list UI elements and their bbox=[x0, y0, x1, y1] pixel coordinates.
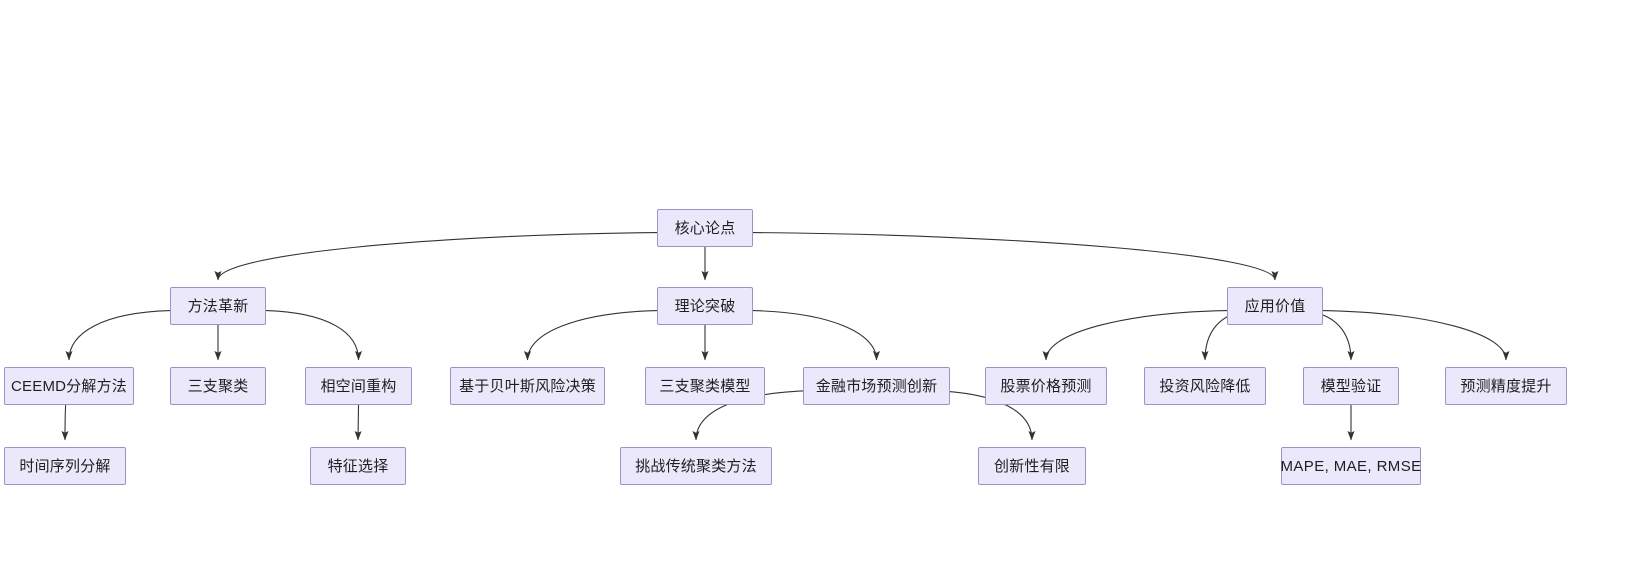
node-label: 相空间重构 bbox=[320, 377, 397, 395]
node-root[interactable]: 核心论点 bbox=[657, 209, 753, 247]
node-l2j[interactable]: 预测精度提升 bbox=[1445, 367, 1567, 405]
node-l1b[interactable]: 理论突破 bbox=[657, 287, 753, 325]
node-label: 模型验证 bbox=[1320, 377, 1382, 395]
node-label: 三支聚类模型 bbox=[659, 377, 751, 395]
node-label: 三支聚类 bbox=[187, 377, 249, 395]
node-l1a[interactable]: 方法革新 bbox=[170, 287, 266, 325]
edge-l1a-to-l2a bbox=[65, 310, 171, 361]
node-l2a[interactable]: CEEMD分解方法 bbox=[4, 367, 134, 405]
node-l1c[interactable]: 应用价值 bbox=[1227, 287, 1323, 325]
node-l2b[interactable]: 三支聚类 bbox=[170, 367, 266, 405]
node-l2h[interactable]: 投资风险降低 bbox=[1144, 367, 1266, 405]
node-label: 投资风险降低 bbox=[1159, 377, 1251, 395]
node-label: 特征选择 bbox=[327, 457, 389, 475]
node-label: CEEMD分解方法 bbox=[11, 377, 127, 395]
node-label: 基于贝叶斯风险决策 bbox=[459, 377, 596, 395]
node-label: 时间序列分解 bbox=[19, 457, 111, 475]
node-label: MAPE, MAE, RMSE bbox=[1280, 457, 1422, 475]
edge-l1b-to-l2d bbox=[523, 310, 658, 361]
edge-l1a-to-l2c bbox=[265, 310, 363, 361]
node-l2c[interactable]: 相空间重构 bbox=[305, 367, 412, 405]
edge-root-to-l1c bbox=[752, 232, 1279, 281]
node-l3d[interactable]: 创新性有限 bbox=[978, 447, 1086, 485]
node-l2f[interactable]: 金融市场预测创新 bbox=[803, 367, 950, 405]
node-label: 金融市场预测创新 bbox=[815, 377, 938, 395]
node-label: 预测精度提升 bbox=[1460, 377, 1552, 395]
node-l3c[interactable]: 挑战传统聚类方法 bbox=[620, 447, 772, 485]
node-l2i[interactable]: 模型验证 bbox=[1303, 367, 1399, 405]
edge-l1c-to-l2j bbox=[1322, 310, 1510, 361]
node-l3e[interactable]: MAPE, MAE, RMSE bbox=[1280, 447, 1422, 485]
node-l2g[interactable]: 股票价格预测 bbox=[985, 367, 1107, 405]
node-label: 创新性有限 bbox=[993, 457, 1070, 475]
node-l3b[interactable]: 特征选择 bbox=[310, 447, 406, 485]
edge-root-to-l1a bbox=[214, 232, 658, 281]
edge-l2c-to-l3b bbox=[354, 404, 362, 441]
node-l2d[interactable]: 基于贝叶斯风险决策 bbox=[450, 367, 605, 405]
node-label: 方法革新 bbox=[187, 297, 249, 315]
node-label: 核心论点 bbox=[674, 219, 736, 237]
node-label: 股票价格预测 bbox=[1000, 377, 1092, 395]
edge-l1b-to-l2f bbox=[752, 310, 881, 361]
node-label: 理论突破 bbox=[674, 297, 736, 315]
node-l2e[interactable]: 三支聚类模型 bbox=[645, 367, 765, 405]
node-label: 挑战传统聚类方法 bbox=[635, 457, 757, 475]
edge-l1c-to-l2g bbox=[1042, 310, 1228, 361]
node-label: 应用价值 bbox=[1244, 297, 1306, 315]
node-l3a[interactable]: 时间序列分解 bbox=[4, 447, 126, 485]
